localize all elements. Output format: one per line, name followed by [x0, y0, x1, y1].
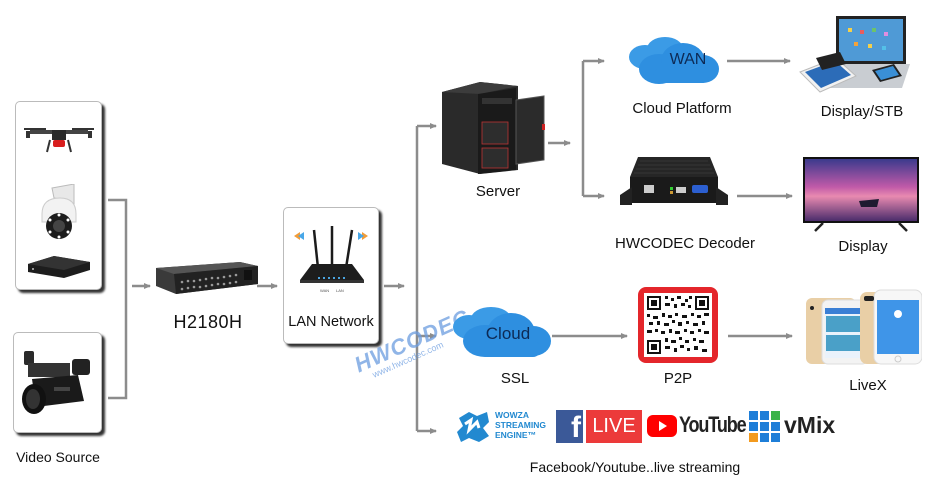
video-source-label: Video Source — [16, 449, 100, 465]
video-source-box-1 — [15, 101, 102, 290]
wowza-text: WOWZA STREAMING ENGINE™ — [495, 410, 546, 440]
p2p-label: P2P — [663, 370, 693, 387]
source-bracket — [108, 198, 128, 400]
wowza-line-1: WOWZA — [495, 410, 529, 420]
wowza-line-2: STREAMING — [495, 420, 546, 430]
qr-code-icon — [644, 293, 712, 357]
wan-cloud-icon — [629, 37, 719, 84]
livex-label: LiveX — [849, 377, 887, 394]
set-top-box-icon — [28, 256, 90, 278]
live-badge: LIVE — [586, 410, 642, 443]
ssl-cloud-text: Cloud — [485, 324, 531, 343]
display-stb-label: Display/STB — [820, 103, 904, 120]
decoder-label: HWCODEC Decoder — [614, 235, 756, 252]
wan-cloud-text: WAN — [669, 51, 707, 68]
camcorder-icon — [22, 351, 90, 414]
wowza-logo[interactable]: WOWZA STREAMING ENGINE™ — [455, 408, 555, 446]
lan-network-label: LAN Network — [288, 314, 374, 330]
video-source-box-2 — [13, 332, 102, 433]
svg-text:LAN: LAN — [336, 288, 344, 293]
drone-icon — [24, 128, 94, 153]
server-label: Server — [475, 183, 521, 200]
livex-phones-icon — [806, 289, 922, 365]
facebook-f-icon: f — [556, 410, 583, 443]
youtube-wordmark: YouTube — [679, 412, 747, 437]
youtube-logo[interactable]: YouTube — [647, 410, 747, 443]
ptz-camera-icon — [41, 184, 77, 239]
wowza-gear-icon — [457, 412, 489, 442]
cloud-platform-label: Cloud Platform — [632, 100, 732, 117]
display-label: Display — [838, 238, 888, 255]
ssl-label: SSL — [500, 370, 530, 387]
youtube-play-icon — [647, 415, 677, 437]
devices-laptop-tablet-phone-icon — [799, 16, 910, 93]
tv-display-icon — [803, 157, 919, 232]
ssl-cloud-icon — [453, 307, 551, 357]
wowza-line-3: ENGINE™ — [495, 430, 537, 440]
encoder-label: H2180H — [173, 312, 243, 332]
vmix-wordmark: vMix — [784, 412, 836, 438]
p2p-qr-code[interactable] — [638, 287, 718, 363]
svg-text:WAN: WAN — [320, 288, 329, 293]
vmix-logo[interactable]: vMix — [749, 410, 839, 443]
router-icon: WAN LAN — [294, 226, 368, 293]
decoder-device-icon — [620, 157, 728, 205]
facebook-live-logo[interactable]: f LIVE — [556, 410, 642, 443]
server-tower-icon — [442, 82, 545, 174]
lan-network-box: WAN LAN LAN Network — [283, 207, 379, 344]
live-streaming-label: Facebook/Youtube..live streaming — [529, 459, 741, 475]
vmix-grid-icon — [749, 411, 780, 442]
encoder-device-icon — [156, 262, 258, 294]
